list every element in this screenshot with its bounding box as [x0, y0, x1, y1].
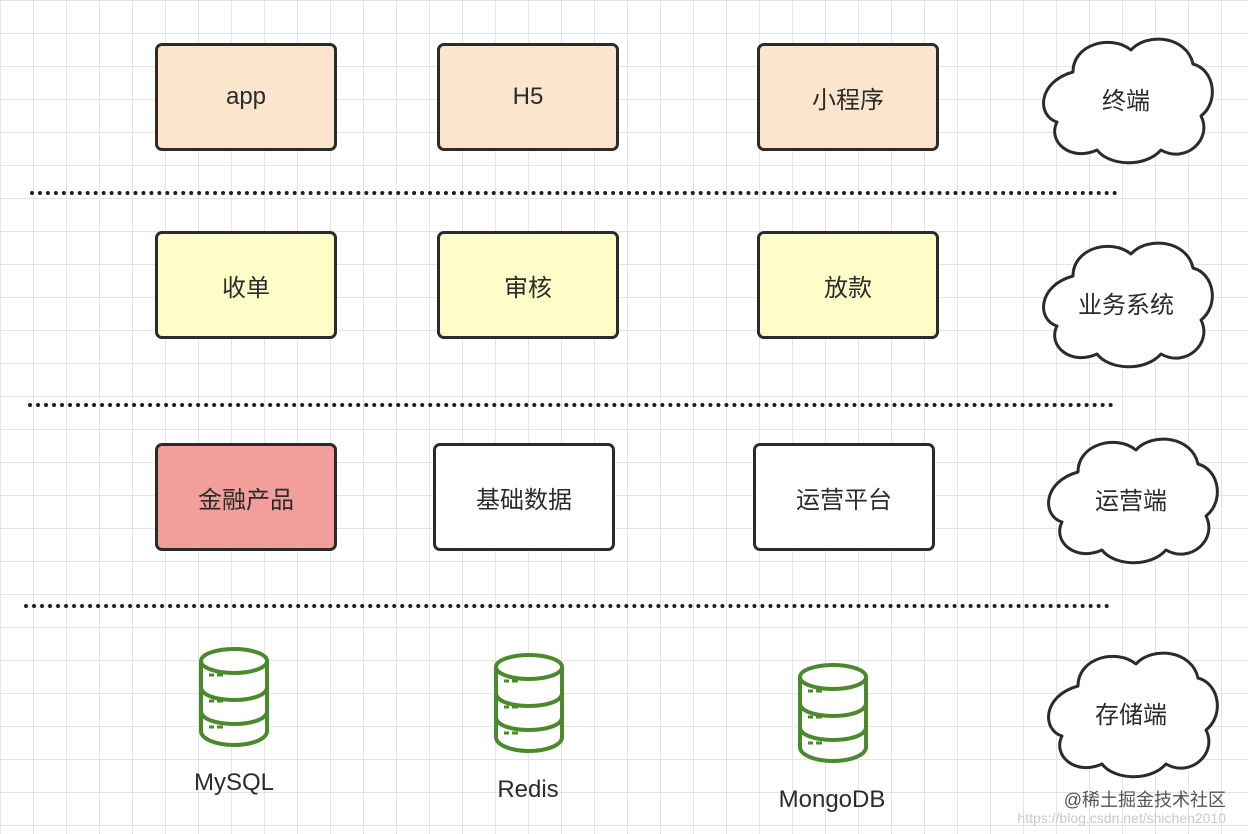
mini-program-box: 小程序 [757, 43, 939, 151]
operations-platform-box: 运营平台 [753, 443, 935, 551]
mysql-database-icon [197, 643, 271, 749]
community-watermark: @稀土掘金技术社区 [1063, 790, 1226, 810]
storage-cloud-label: 存储端 [1095, 701, 1167, 729]
disbursement-box: 放款 [757, 231, 939, 339]
divider-3 [24, 604, 1110, 608]
mysql-label: MySQL [193, 769, 274, 796]
review-box: 审核 [437, 231, 619, 339]
operations-cloud-label: 运营端 [1095, 487, 1167, 515]
redis-database-icon [492, 649, 566, 755]
storage-cloud: 存储端 [1040, 644, 1222, 780]
mongodb-label: MongoDB [778, 786, 886, 813]
divider-1 [30, 191, 1118, 195]
url-watermark: https://blog.csdn.net/shichen2010 [1017, 810, 1226, 826]
financial-product-box: 金融产品 [155, 443, 337, 551]
operations-cloud: 运营端 [1040, 430, 1222, 566]
divider-2 [28, 403, 1114, 407]
terminal-cloud: 终端 [1035, 30, 1217, 166]
terminal-cloud-label: 终端 [1102, 87, 1150, 115]
business-cloud-label: 业务系统 [1078, 291, 1174, 319]
acquiring-box: 收单 [155, 231, 337, 339]
redis-label: Redis [497, 776, 559, 803]
mongodb-database-icon [796, 659, 870, 765]
basic-data-box: 基础数据 [433, 443, 615, 551]
h5-box: H5 [437, 43, 619, 151]
business-cloud: 业务系统 [1035, 234, 1217, 370]
app-box: app [155, 43, 337, 151]
